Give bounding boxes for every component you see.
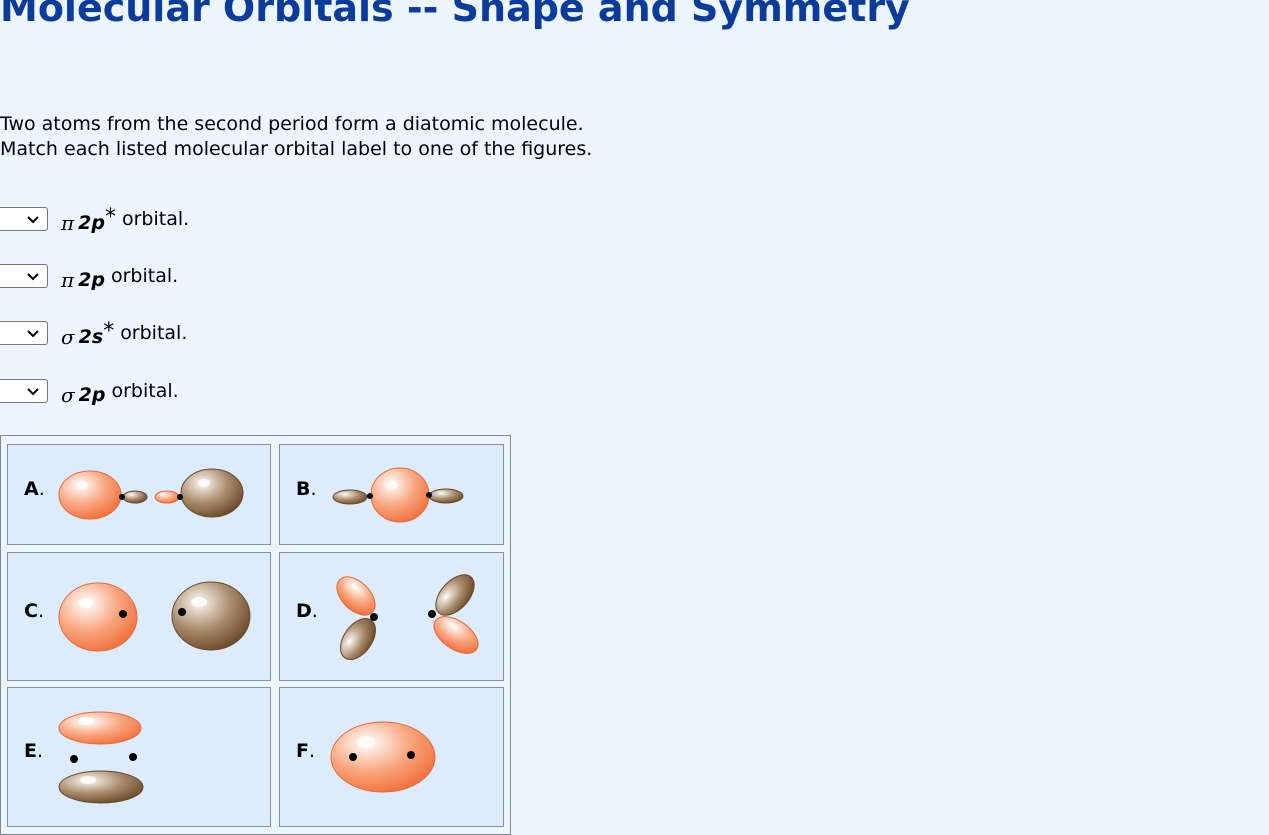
orbital-figure-e: [58, 711, 144, 804]
orbital-symbol: π: [61, 211, 75, 235]
orbital-suffix: orbital.: [120, 322, 188, 344]
orbital-figure-c: [58, 581, 251, 652]
orbital-suffix: orbital.: [111, 380, 179, 402]
orbital-figure-d: [336, 574, 479, 660]
orbital-figure-b: [332, 467, 464, 523]
figure-c: C: [7, 552, 271, 681]
question-row-1: π 2p * orbital.: [0, 204, 190, 235]
figure-label-a: A: [24, 478, 45, 500]
figure-d: D: [279, 552, 504, 681]
question-row-2: π 2p orbital.: [0, 261, 179, 292]
figure-label-d: D: [296, 600, 318, 622]
orbital-subscript: 2p: [78, 269, 105, 291]
answer-select-4[interactable]: [0, 379, 48, 403]
chevron-down-icon: [27, 388, 39, 396]
figure-label-b: B: [296, 478, 317, 500]
orbital-subscript: 2s: [78, 326, 104, 348]
figure-label-f: F: [296, 740, 315, 762]
answer-select-1[interactable]: [0, 207, 48, 231]
orbital-symbol: σ: [61, 383, 75, 407]
instructions: Two atoms from the second period form a …: [0, 112, 592, 162]
orbital-figure-f: [330, 721, 436, 793]
instruction-line-1: Two atoms from the second period form a …: [0, 113, 584, 135]
orbital-suffix: orbital.: [110, 265, 179, 287]
question-row-4: σ 2p orbital.: [0, 376, 179, 407]
figure-b: B: [279, 444, 504, 545]
orbital-figure-a: [58, 468, 244, 520]
chevron-down-icon: [27, 330, 39, 338]
figure-label-e: E: [24, 740, 43, 762]
chevron-down-icon: [27, 273, 39, 281]
figure-e: E: [7, 687, 271, 827]
answer-select-3[interactable]: [0, 321, 48, 345]
figure-f: F: [279, 687, 504, 827]
orbital-symbol: π: [61, 268, 75, 292]
page-title: Molecular Orbitals -- Shape and Symmetry: [0, 0, 910, 30]
figure-label-c: C: [24, 600, 44, 622]
orbital-subscript: 2p: [78, 384, 106, 406]
figure-grid: A B C: [0, 435, 511, 835]
orbital-subscript: 2p: [78, 212, 105, 234]
antibonding-star: *: [103, 318, 115, 344]
orbital-symbol: σ: [61, 325, 75, 349]
antibonding-star: *: [104, 204, 116, 230]
orbital-suffix: orbital.: [121, 208, 190, 230]
figure-a: A: [7, 444, 271, 545]
answer-select-2[interactable]: [0, 264, 48, 288]
chevron-down-icon: [27, 216, 39, 224]
instruction-line-2: Match each listed molecular orbital labe…: [0, 138, 593, 160]
question-row-3: σ 2s * orbital.: [0, 318, 188, 349]
